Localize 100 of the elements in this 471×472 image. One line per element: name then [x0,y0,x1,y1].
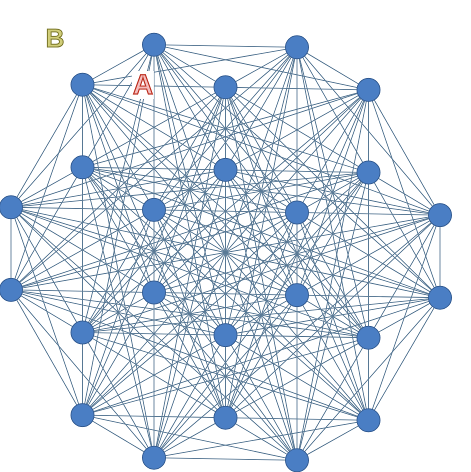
connector-line [18,298,147,450]
connector-line [159,302,220,408]
connector-line [296,306,298,450]
connector-line [374,307,435,411]
connector-line [86,95,151,282]
connector-line [93,169,286,211]
connector-line [88,302,149,406]
connector-line [21,93,358,204]
connector-line [88,219,149,324]
connector-line [235,52,288,82]
connector-line [93,417,286,458]
connector-line [165,457,286,461]
connector-line [162,97,361,286]
connector-line [160,54,362,329]
connector-line [374,224,435,328]
connector-line [165,210,286,213]
connector-line [372,226,437,410]
connector-line [86,220,151,405]
connector-line [157,220,222,408]
connector-line [157,98,222,282]
connector-line [93,168,430,214]
connector-line [94,332,214,336]
connector-line [88,176,291,452]
connector-line [88,54,149,158]
connector-line [162,218,361,413]
connector-line [302,182,364,286]
graph-vertex [285,35,309,60]
connector-line [299,58,366,327]
connector-line [228,98,294,285]
connector-line [308,212,429,216]
connector-line [22,209,430,296]
connector-line [18,214,218,410]
connector-line [156,98,224,447]
connector-line [84,178,152,447]
connector-line [236,299,430,334]
connector-line [299,183,366,450]
connector-line [82,96,83,156]
connector-line [230,96,292,203]
graph-vertex [214,323,238,348]
connector-line [22,171,215,206]
connector-line [302,222,364,328]
connector-line [159,219,220,326]
connector-line [368,184,369,327]
connector-line [234,423,288,455]
connector-line [233,222,432,410]
graph-vertex [142,446,166,470]
connector-line [235,300,288,330]
connector-line [304,56,433,207]
connector-line [88,176,149,283]
connector-line [90,92,290,288]
graph-vertex [0,278,23,302]
connector-line [165,44,286,48]
connector-line [302,99,364,204]
connector-line [159,54,220,160]
connector-line [236,334,358,338]
graph-vertex [428,286,452,310]
connector-line [92,218,430,330]
point-label: B [46,25,64,51]
connector-line [159,344,220,448]
connector-line [92,170,430,294]
connector-line [160,181,362,449]
connector-line [84,56,152,404]
connector-line [163,298,216,330]
connector-line [19,54,289,283]
connector-line [16,299,78,406]
connector-line [300,100,366,285]
connector-line [22,290,358,337]
connector-line [164,294,358,336]
connector-line [92,172,145,204]
connector-line [156,55,224,324]
connector-line [306,425,359,456]
connector-line [225,98,226,159]
connector-line [225,346,226,407]
connector-line [93,48,286,84]
connector-line [92,88,430,212]
connector-line [300,222,366,410]
connector-line [302,304,364,411]
connector-line [306,178,359,208]
graph-vertex [142,198,166,222]
connector-line [21,210,358,334]
connector-line [16,216,78,323]
graph-vertex [285,448,309,472]
connector-line [18,52,147,200]
connector-line [20,295,74,328]
connector-line [94,298,429,332]
connector-line [82,344,83,404]
graph-vertex [70,320,94,344]
connector-line [374,99,435,206]
connector-line [228,58,295,324]
connector-line [164,422,358,456]
connector-line [225,180,226,324]
connector-line [156,180,224,447]
graph-vertex [356,326,380,350]
connector-line [165,292,286,296]
connector-line [21,176,358,287]
connector-line [16,94,78,198]
connector-line [88,56,291,324]
connector-line [16,176,78,280]
graph-vertex [356,160,380,184]
connector-line [162,222,432,451]
